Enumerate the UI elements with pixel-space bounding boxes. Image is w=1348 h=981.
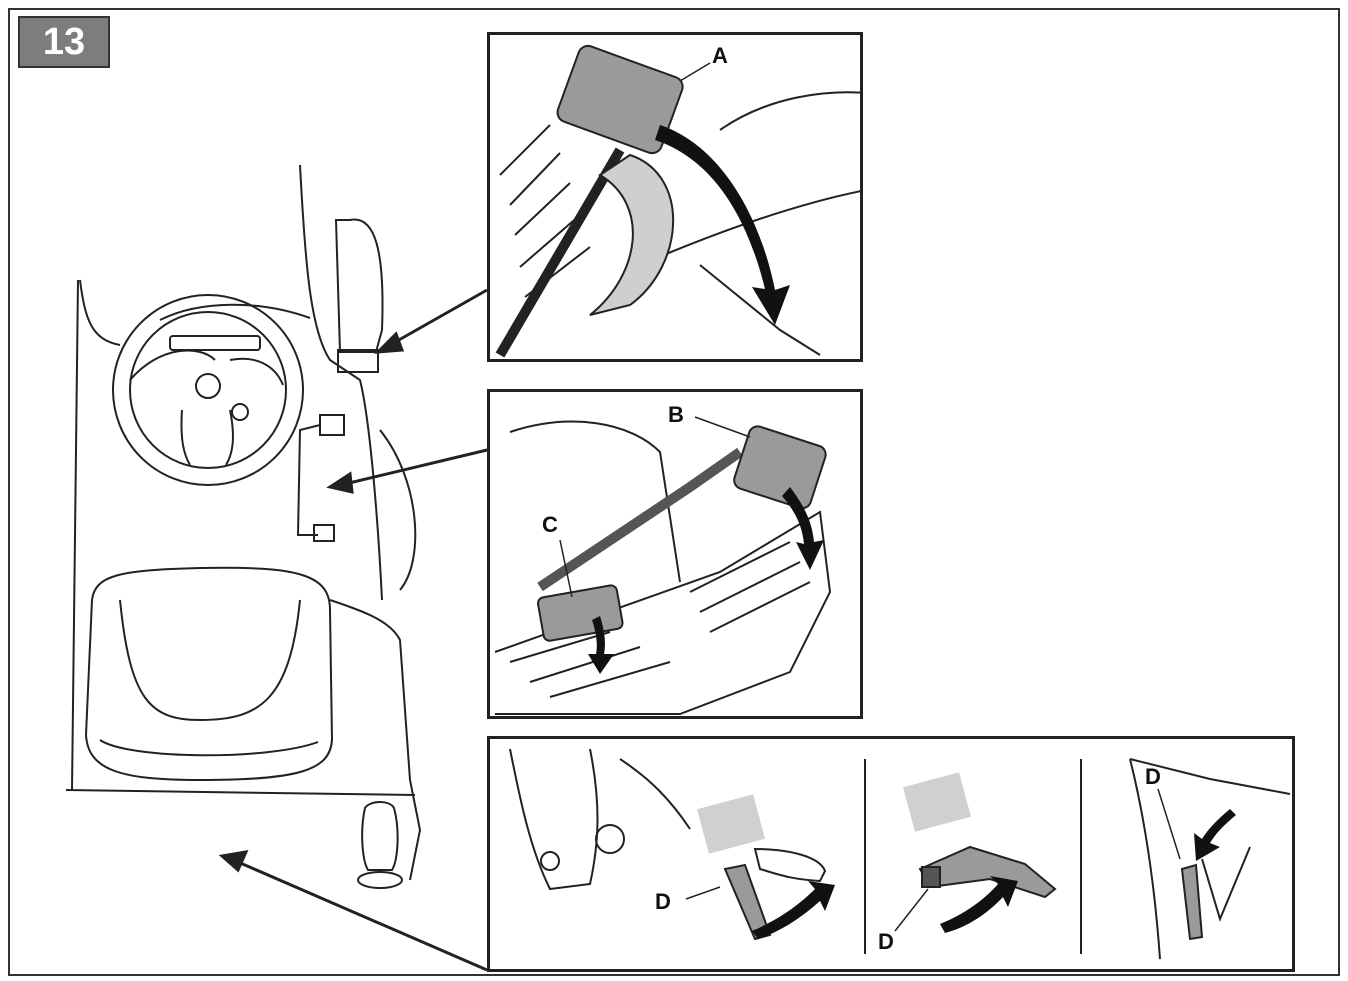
footplate-ridges	[499, 124, 591, 298]
view1-column	[509, 748, 599, 891]
callout-arrowhead-1	[374, 331, 405, 354]
view1-decal	[697, 794, 765, 854]
left-panel-edge	[71, 279, 79, 791]
callout-arrowhead-3	[218, 850, 249, 873]
linkage-rod	[699, 264, 821, 356]
lower-bracket	[313, 524, 335, 542]
view1-lever-second	[753, 847, 827, 883]
steering-wheel-hub	[195, 373, 221, 399]
pedal-box-small	[337, 349, 379, 373]
label-d3: D	[1145, 764, 1161, 789]
upper-bracket	[319, 414, 345, 436]
view3-fork	[1201, 846, 1251, 922]
lever-d-illustration	[509, 748, 1291, 960]
label-d1: D	[655, 889, 671, 914]
callout-arrowhead-2	[326, 471, 354, 494]
view3-lever	[1180, 863, 1204, 941]
floor-mat-outline	[494, 510, 832, 715]
pedal-a-pad	[556, 44, 684, 155]
callout-arrow-3	[237, 860, 488, 972]
label-d2: D	[878, 929, 894, 954]
leader-b	[694, 416, 751, 438]
diagram-frame	[8, 8, 1340, 976]
view2-pivot	[921, 866, 941, 888]
motion-arrow-b	[782, 487, 824, 570]
steering-wheel-spoke-right	[229, 357, 284, 386]
seat-front-lip	[99, 739, 319, 757]
pedal-rod	[296, 424, 321, 536]
label-a: A	[712, 43, 728, 68]
view1-motion-arrow	[752, 881, 835, 939]
step-number-badge: 13	[18, 16, 110, 68]
panel-pedal-a: A	[487, 32, 863, 362]
view3-frame	[1129, 758, 1291, 960]
view3-motion-arrow	[1194, 809, 1236, 861]
cab-pillar	[299, 164, 383, 601]
gear-lever-boot	[357, 871, 403, 889]
dash-curve	[719, 91, 860, 131]
view2-decal	[903, 772, 971, 832]
floor-mat-ridges	[509, 541, 811, 698]
pedal-b-pad	[733, 425, 827, 510]
leader-d3	[1157, 788, 1181, 860]
ignition-key-icon	[231, 403, 249, 421]
view2-motion-arrow	[940, 876, 1018, 933]
pedal-linkage	[537, 447, 743, 592]
seat-contour	[119, 599, 301, 722]
frame-bar	[495, 147, 625, 358]
view1-lever-handle	[723, 863, 772, 941]
floor-line	[65, 789, 416, 796]
callout-arrow-2	[344, 448, 488, 486]
pedal-c-pad	[537, 584, 624, 642]
view1-hole	[540, 851, 560, 871]
steering-wheel-inner	[129, 311, 287, 469]
leader-d1	[685, 886, 721, 900]
panel-lever-d: D D D	[487, 736, 1295, 972]
dash-curve-b	[509, 420, 681, 583]
seat-cushion	[84, 566, 334, 782]
fender	[329, 599, 422, 881]
leader-d2	[894, 888, 929, 932]
side-console	[334, 218, 384, 353]
pedal-swing-arc	[589, 153, 675, 316]
panel-pedal-b-c: B C	[487, 389, 863, 719]
steering-wheel-spoke-bottom	[180, 409, 234, 466]
pedal-a-illustration	[495, 44, 860, 358]
steering-wheel-outer	[112, 294, 304, 486]
pedal-b-c-illustration	[494, 416, 832, 715]
label-c: C	[542, 512, 558, 537]
view1-bolt	[595, 824, 625, 854]
motion-arrow-c	[588, 616, 614, 674]
label-b: B	[668, 402, 684, 427]
dash-outline	[79, 279, 311, 346]
motion-arrow-a	[655, 125, 790, 325]
steering-wheel-spoke-left	[129, 349, 216, 381]
instrument-cluster	[169, 335, 261, 351]
view1-edge	[619, 758, 691, 830]
leader-c	[559, 539, 573, 598]
door-curve	[379, 429, 417, 591]
gear-lever-knob	[361, 801, 399, 871]
leader-a	[679, 62, 711, 82]
callout-arrow-1	[389, 288, 488, 347]
